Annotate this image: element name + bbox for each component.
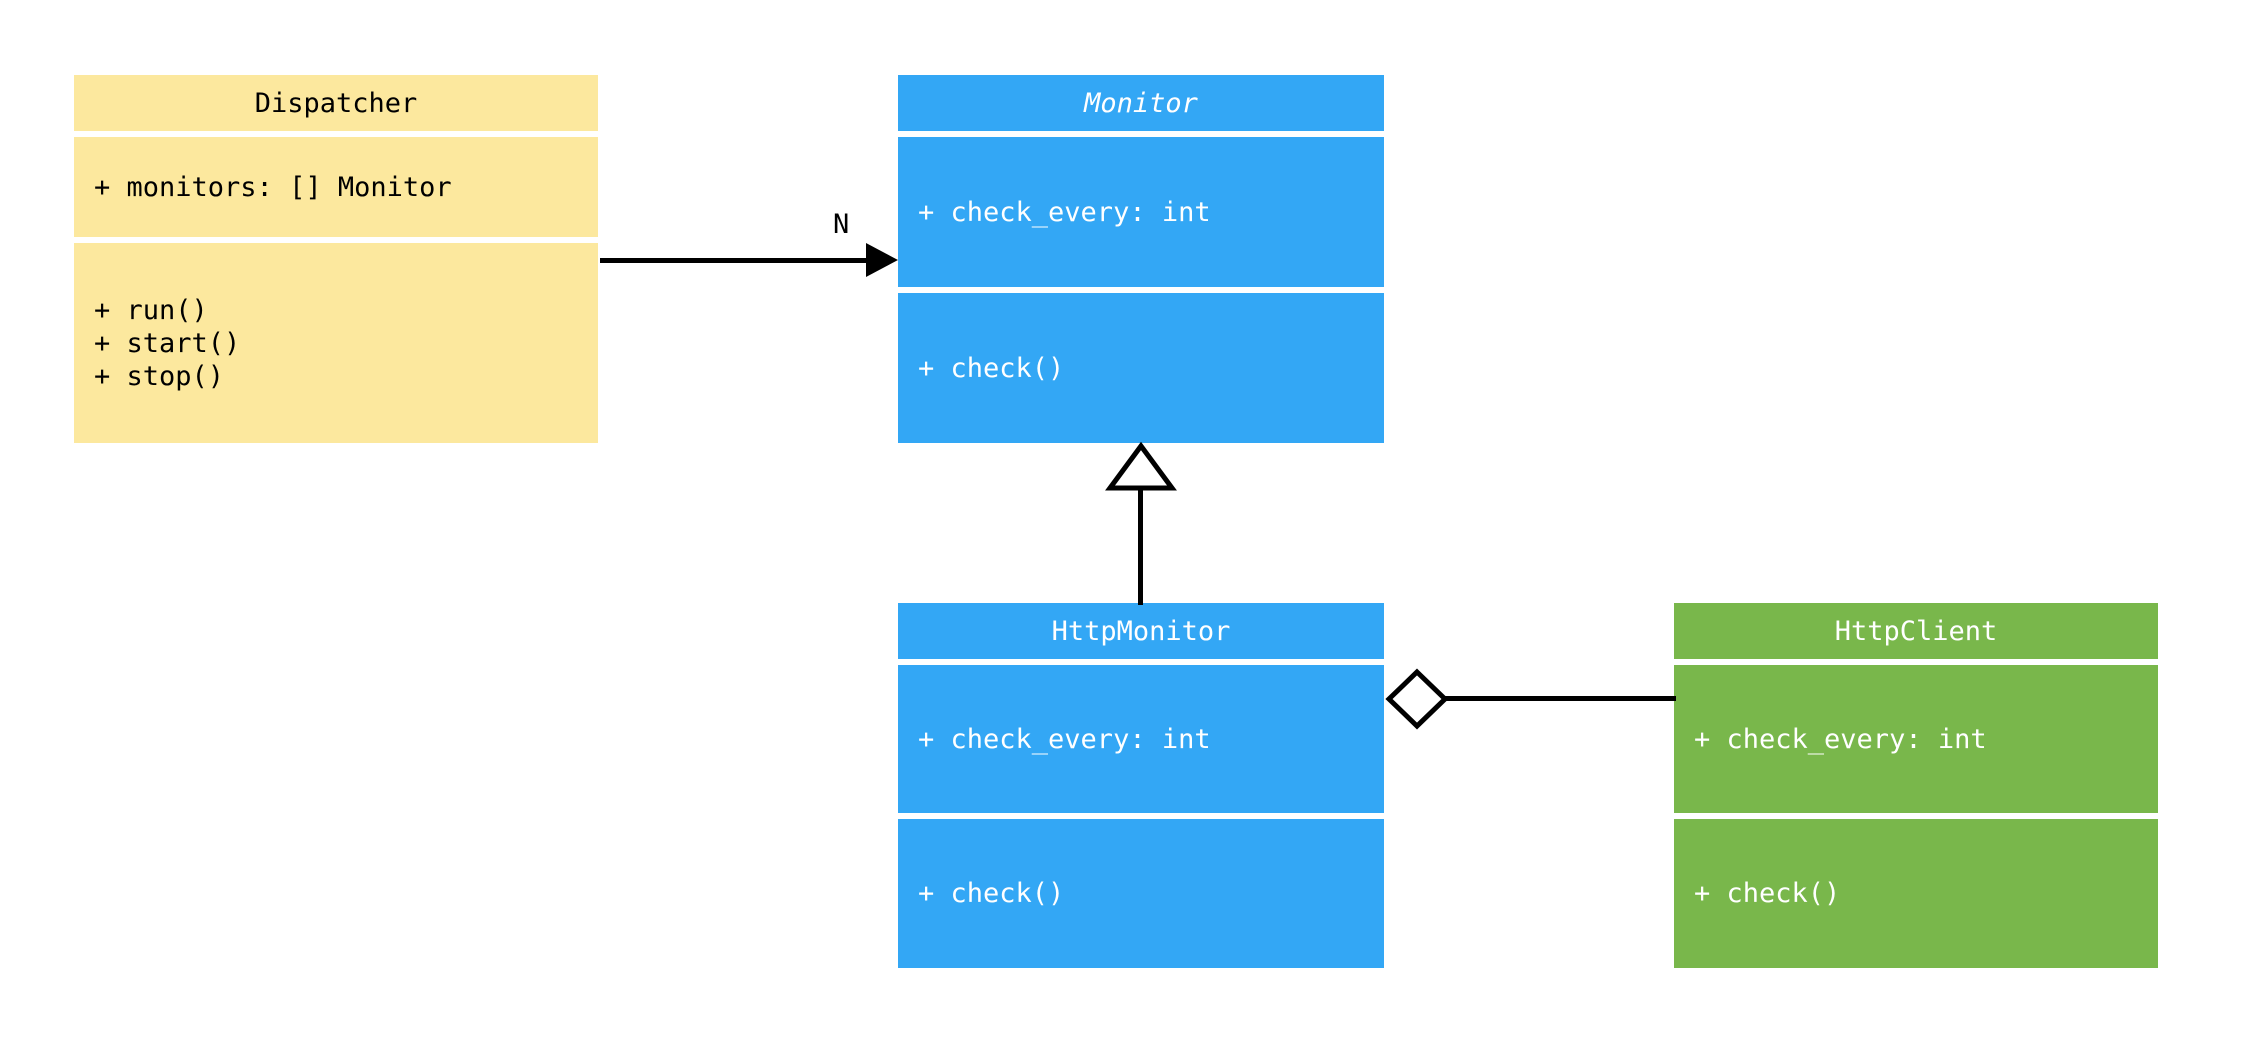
class-box-http-client[interactable]: HttpClient + check_every: int + check() bbox=[1674, 603, 2158, 968]
class-operation: + check() bbox=[918, 352, 1065, 384]
class-title-http-monitor: HttpMonitor bbox=[1051, 615, 1231, 647]
class-title-compartment-dispatcher: Dispatcher bbox=[74, 75, 598, 131]
class-operation: + run() bbox=[94, 294, 208, 326]
class-attributes-compartment-http-client: + check_every: int bbox=[1674, 665, 2158, 813]
class-operation: + start() bbox=[94, 327, 241, 359]
class-attribute: + check_every: int bbox=[918, 196, 1211, 228]
class-operations-compartment-http-monitor: + check() bbox=[898, 819, 1384, 968]
class-attribute: + monitors: [] Monitor bbox=[94, 171, 452, 203]
class-attributes-compartment-monitor: + check_every: int bbox=[898, 137, 1384, 287]
generalization-hollow-triangle-icon bbox=[1105, 441, 1177, 491]
class-operation: + check() bbox=[918, 878, 1065, 909]
class-operations-compartment-monitor: + check() bbox=[898, 293, 1384, 443]
class-box-dispatcher[interactable]: Dispatcher + monitors: [] Monitor + run(… bbox=[74, 75, 598, 443]
aggregation-line-httpmonitor-httpclient[interactable] bbox=[1442, 696, 1676, 701]
association-multiplicity-label: N bbox=[833, 209, 850, 240]
class-title-compartment-http-client: HttpClient bbox=[1674, 603, 2158, 659]
class-box-monitor[interactable]: Monitor + check_every: int + check() bbox=[898, 75, 1384, 443]
class-title-compartment-monitor: Monitor bbox=[898, 75, 1384, 131]
class-operations-compartment-http-client: + check() bbox=[1674, 819, 2158, 968]
class-box-http-monitor[interactable]: HttpMonitor + check_every: int + check() bbox=[898, 603, 1384, 968]
aggregation-hollow-diamond-icon bbox=[1385, 668, 1449, 730]
class-title-compartment-http-monitor: HttpMonitor bbox=[898, 603, 1384, 659]
class-operations-compartment-dispatcher: + run() + start() + stop() bbox=[74, 243, 598, 443]
class-attribute: + check_every: int bbox=[918, 723, 1211, 755]
association-arrowhead-icon bbox=[866, 243, 898, 277]
class-title-monitor: Monitor bbox=[1084, 87, 1198, 119]
class-attribute: + check_every: int bbox=[1694, 723, 1987, 755]
class-operation: + stop() bbox=[94, 360, 225, 392]
generalization-line-httpmonitor-monitor[interactable] bbox=[1138, 487, 1143, 605]
class-title-http-client: HttpClient bbox=[1834, 615, 1998, 647]
class-attributes-compartment-http-monitor: + check_every: int bbox=[898, 665, 1384, 813]
class-operation: + check() bbox=[1694, 878, 1841, 909]
association-line-dispatcher-monitor[interactable] bbox=[600, 258, 872, 263]
class-title-dispatcher: Dispatcher bbox=[254, 87, 418, 119]
class-attributes-compartment-dispatcher: + monitors: [] Monitor bbox=[74, 137, 598, 237]
